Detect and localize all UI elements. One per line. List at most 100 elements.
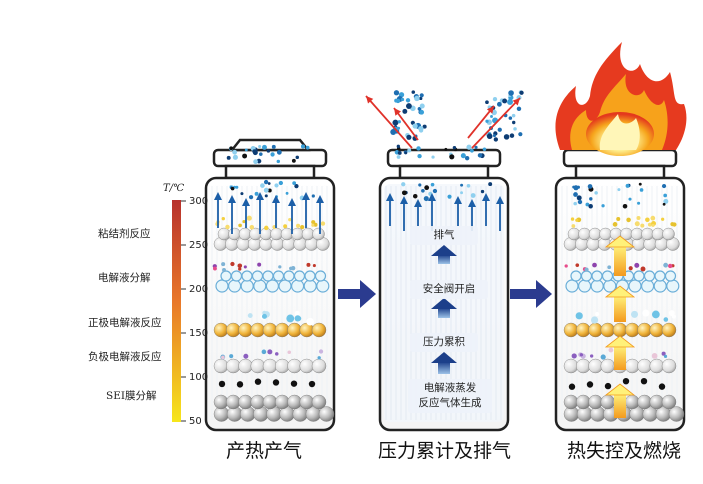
gas-rise-arrow-head bbox=[386, 193, 394, 201]
binder-dot bbox=[225, 224, 230, 230]
cell-neck bbox=[398, 164, 490, 180]
stage-arrow-head bbox=[431, 245, 457, 256]
vent-gas-dot bbox=[422, 124, 427, 129]
electrolyte-ring bbox=[304, 270, 316, 282]
electrolyte-ring bbox=[643, 270, 656, 282]
gas-dot bbox=[444, 147, 448, 151]
sei-particle bbox=[218, 380, 226, 388]
binder-dot bbox=[320, 221, 326, 226]
stage-arrow-head bbox=[431, 298, 457, 309]
decomposition-dot bbox=[237, 263, 243, 269]
binder-dot bbox=[288, 217, 292, 222]
binder-dot bbox=[634, 221, 640, 227]
gas-dot bbox=[637, 201, 641, 205]
electrolyte-ring bbox=[601, 270, 614, 282]
caption-stage-3: 热失控及燃烧 bbox=[567, 440, 682, 462]
electrolyte-ring bbox=[591, 270, 603, 282]
anode-particle bbox=[299, 394, 314, 410]
sei-particle bbox=[640, 377, 648, 385]
gas-dot bbox=[587, 184, 593, 189]
binder-dot bbox=[640, 223, 645, 228]
separator-particle bbox=[637, 358, 652, 374]
cathode-particle bbox=[250, 322, 265, 338]
cell-heat-gas bbox=[204, 138, 336, 432]
gas-dot bbox=[254, 191, 259, 196]
scale-tick-150: 150 bbox=[189, 328, 209, 339]
decomposition-dot bbox=[257, 262, 262, 267]
vent-gas-dot bbox=[393, 90, 400, 96]
electrolyte-dot bbox=[229, 354, 234, 359]
vent-valve-closed bbox=[229, 138, 311, 152]
temperature-gradient-bar bbox=[172, 200, 181, 422]
reaction-electrolyte-decomposition: 电解液分解 bbox=[98, 272, 151, 284]
anode-particle bbox=[637, 394, 652, 410]
electrolyte-ring bbox=[220, 270, 232, 282]
electrolyte-ring bbox=[262, 270, 274, 282]
sei-particle bbox=[586, 381, 594, 388]
vent-gas-dot bbox=[390, 129, 397, 135]
vent-gas-dot bbox=[395, 98, 401, 104]
gas-dot bbox=[417, 153, 422, 159]
electrolyte-ring bbox=[291, 279, 305, 293]
binder-particle bbox=[270, 227, 283, 241]
anode-particle bbox=[311, 394, 327, 410]
scale-tick-250: 250 bbox=[189, 240, 209, 251]
gas-rise-arrow-head bbox=[228, 195, 236, 203]
gas-dot bbox=[229, 146, 234, 151]
gas-dot bbox=[274, 183, 279, 188]
gas-dot bbox=[638, 182, 642, 186]
electrolyte-dot bbox=[589, 354, 594, 358]
electrolyte-ring bbox=[272, 270, 285, 282]
vent-gas-dot bbox=[485, 119, 489, 123]
binder-dot bbox=[311, 223, 315, 227]
electrolyte-dot bbox=[608, 347, 614, 353]
vent-gas-dot bbox=[516, 106, 522, 112]
gas-dot bbox=[401, 182, 406, 187]
vent-gas-dot bbox=[511, 113, 516, 118]
step-pressure-buildup: 压力累积 bbox=[410, 333, 478, 352]
separator-particle bbox=[563, 358, 579, 374]
bubble bbox=[247, 313, 253, 319]
gas-dot bbox=[601, 204, 605, 208]
electrolyte-ring bbox=[580, 270, 593, 282]
electrolyte-ring bbox=[654, 270, 666, 282]
gas-dot bbox=[577, 199, 583, 205]
gas-dot bbox=[421, 188, 425, 193]
gas-dot bbox=[271, 144, 276, 149]
binder-dot bbox=[626, 217, 631, 223]
process-arrow-shaft bbox=[338, 289, 362, 299]
vent-arrow bbox=[365, 95, 413, 149]
anode-particle bbox=[287, 394, 302, 410]
gas-dot bbox=[460, 153, 466, 159]
vent-gas-dot bbox=[402, 108, 408, 114]
vent-gas-dot bbox=[400, 97, 405, 102]
vent-gas-dot bbox=[519, 90, 524, 95]
binder-dot bbox=[647, 222, 653, 227]
electrolyte-dot bbox=[579, 353, 584, 357]
vent-gas-dot bbox=[508, 90, 514, 96]
gas-dot bbox=[262, 144, 267, 150]
vent-gas-dot bbox=[507, 99, 514, 105]
cathode-particle bbox=[311, 322, 327, 338]
vent-gas-dot bbox=[414, 95, 420, 102]
anode-particle bbox=[625, 394, 640, 410]
gas-dot bbox=[430, 182, 435, 187]
gas-dot bbox=[276, 149, 282, 155]
gas-dot bbox=[294, 183, 299, 189]
decomposition-dot bbox=[221, 262, 226, 267]
electrolyte-ring bbox=[230, 270, 243, 282]
gas-dot bbox=[594, 191, 598, 195]
separator-particle bbox=[649, 358, 664, 374]
binder-dot bbox=[221, 216, 225, 221]
electrolyte-dot bbox=[318, 349, 324, 354]
cathode-particle bbox=[612, 322, 628, 338]
gas-dot bbox=[460, 191, 463, 195]
gas-dot bbox=[226, 155, 231, 160]
anode-particle bbox=[226, 394, 241, 410]
electrolyte-ring bbox=[251, 270, 264, 282]
separator-particle bbox=[625, 358, 640, 374]
electrolyte-ring bbox=[314, 270, 327, 282]
gas-dot bbox=[240, 192, 244, 196]
binder-dot bbox=[645, 217, 650, 223]
decomposition-dot bbox=[584, 267, 589, 272]
